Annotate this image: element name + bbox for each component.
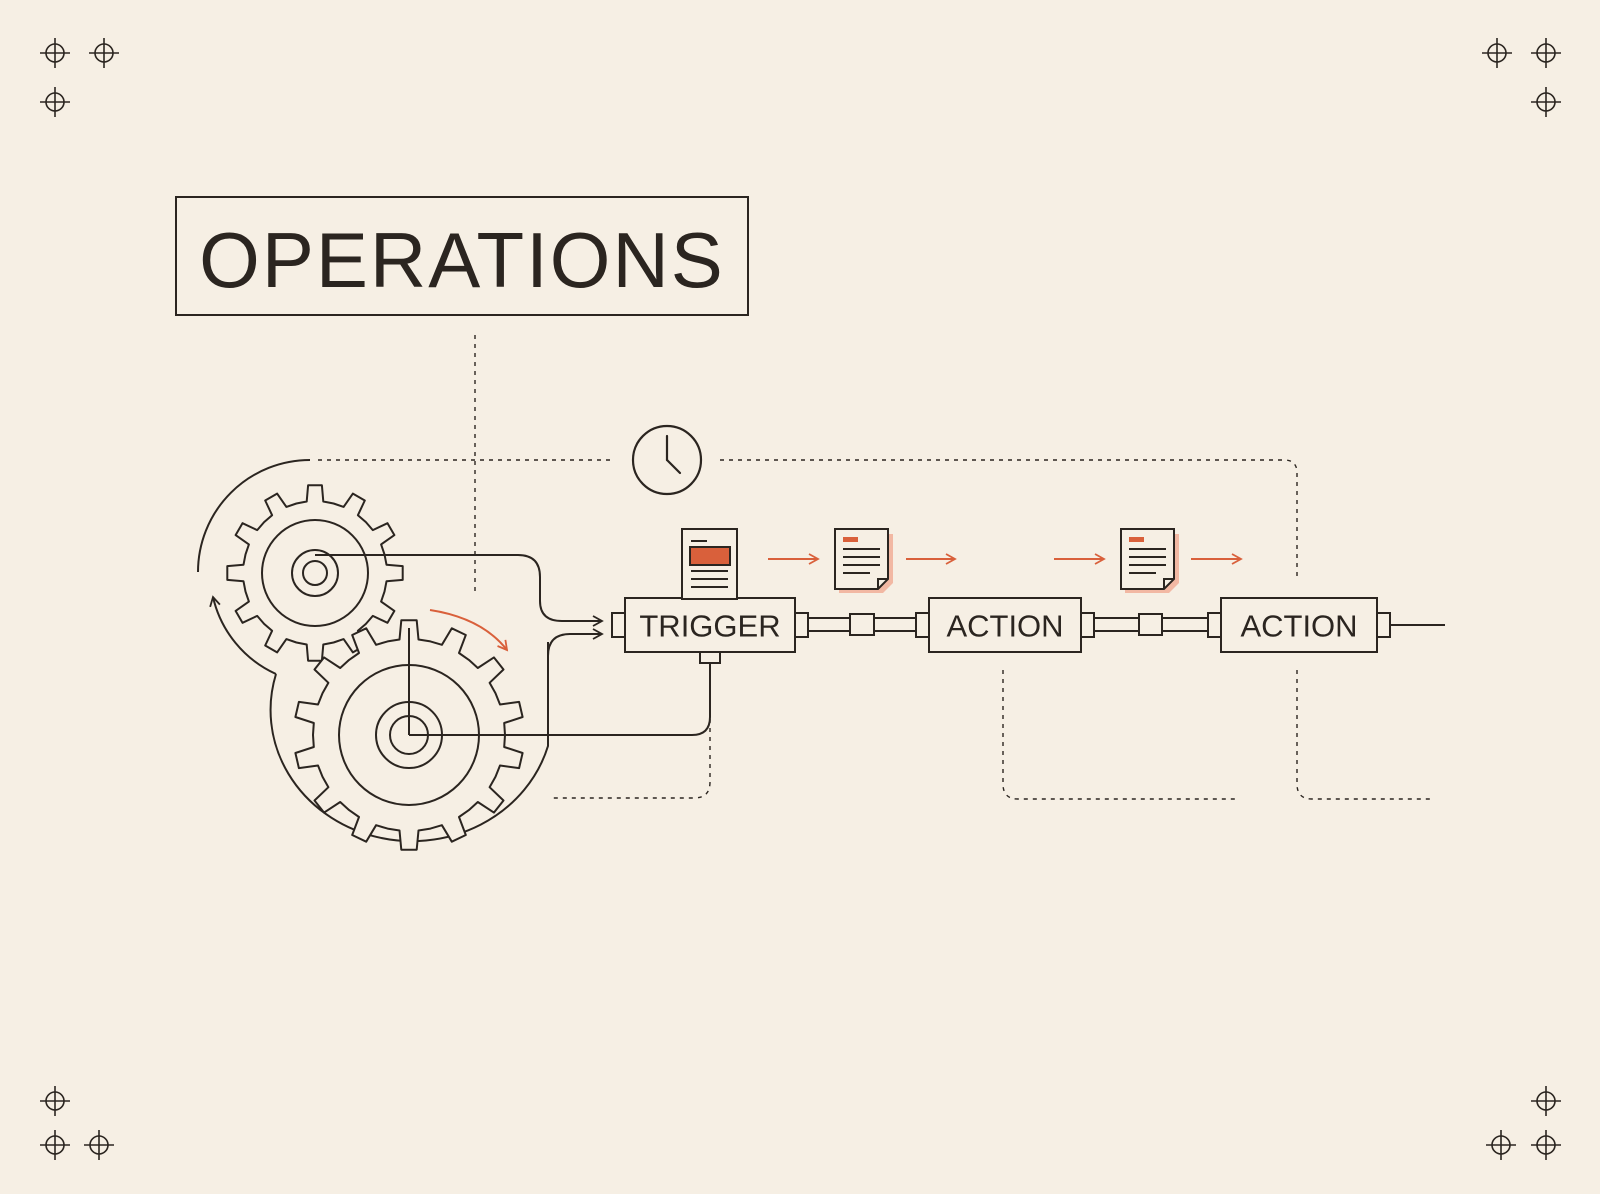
crosshairs-bottom-left [39, 1085, 115, 1161]
action2-dashed-loop [1296, 670, 1430, 800]
crosshair-icon [88, 37, 120, 69]
gear-enclosure-arc [269, 642, 549, 843]
clock-guide-right [720, 459, 1298, 578]
cycle-arc-bottom [209, 595, 277, 675]
pipeline-links [808, 617, 1445, 632]
crosshair-icon [1481, 37, 1513, 69]
connector-gear2-center [409, 664, 711, 736]
crosshairs-top-right [1481, 37, 1562, 118]
action-label: ACTION [946, 609, 1063, 644]
crosshair-icon [39, 37, 71, 69]
port [1376, 612, 1391, 638]
title-box: OPERATIONS [175, 196, 749, 316]
gear-icon [226, 484, 404, 662]
action1-dashed-loop [1002, 670, 1238, 800]
dashed-guides [318, 335, 1430, 800]
document-icon [834, 528, 893, 593]
port [794, 612, 809, 638]
crosshair-icon [83, 1129, 115, 1161]
crosshairs-top-left [39, 37, 120, 118]
port [1080, 612, 1095, 638]
cycle-arc [197, 459, 311, 675]
action-label: ACTION [1240, 609, 1357, 644]
crosshair-icon [1530, 86, 1562, 118]
rotation-arrow-icon [429, 609, 509, 652]
trigger-label: TRIGGER [639, 609, 780, 644]
trigger-dashed-loop [552, 656, 711, 799]
coupler [849, 613, 875, 636]
page-title: OPERATIONS [199, 216, 725, 304]
action-node[interactable]: ACTION [1220, 597, 1378, 653]
clock-icon [631, 424, 703, 496]
crosshair-icon [39, 1129, 71, 1161]
crosshair-icon [1485, 1129, 1517, 1161]
coupler [1138, 613, 1163, 636]
port [699, 651, 721, 664]
action-node[interactable]: ACTION [928, 597, 1082, 653]
port [1207, 612, 1222, 638]
cycle-arc-top [197, 459, 311, 573]
crosshair-icon [1530, 1129, 1562, 1161]
crosshairs-bottom-right [1485, 1085, 1562, 1161]
crosshair-icon [39, 1085, 71, 1117]
document-icon [681, 528, 738, 600]
connector-gear2-trigger [547, 628, 604, 657]
connector-gear1-trigger [315, 554, 604, 627]
trigger-node[interactable]: TRIGGER [624, 597, 796, 653]
document-icon [1120, 528, 1179, 593]
crosshair-icon [39, 86, 71, 118]
crosshair-icon [1530, 1085, 1562, 1117]
port [915, 612, 930, 638]
crosshair-icon [1530, 37, 1562, 69]
gear-connectors [315, 554, 711, 736]
port [611, 612, 626, 638]
